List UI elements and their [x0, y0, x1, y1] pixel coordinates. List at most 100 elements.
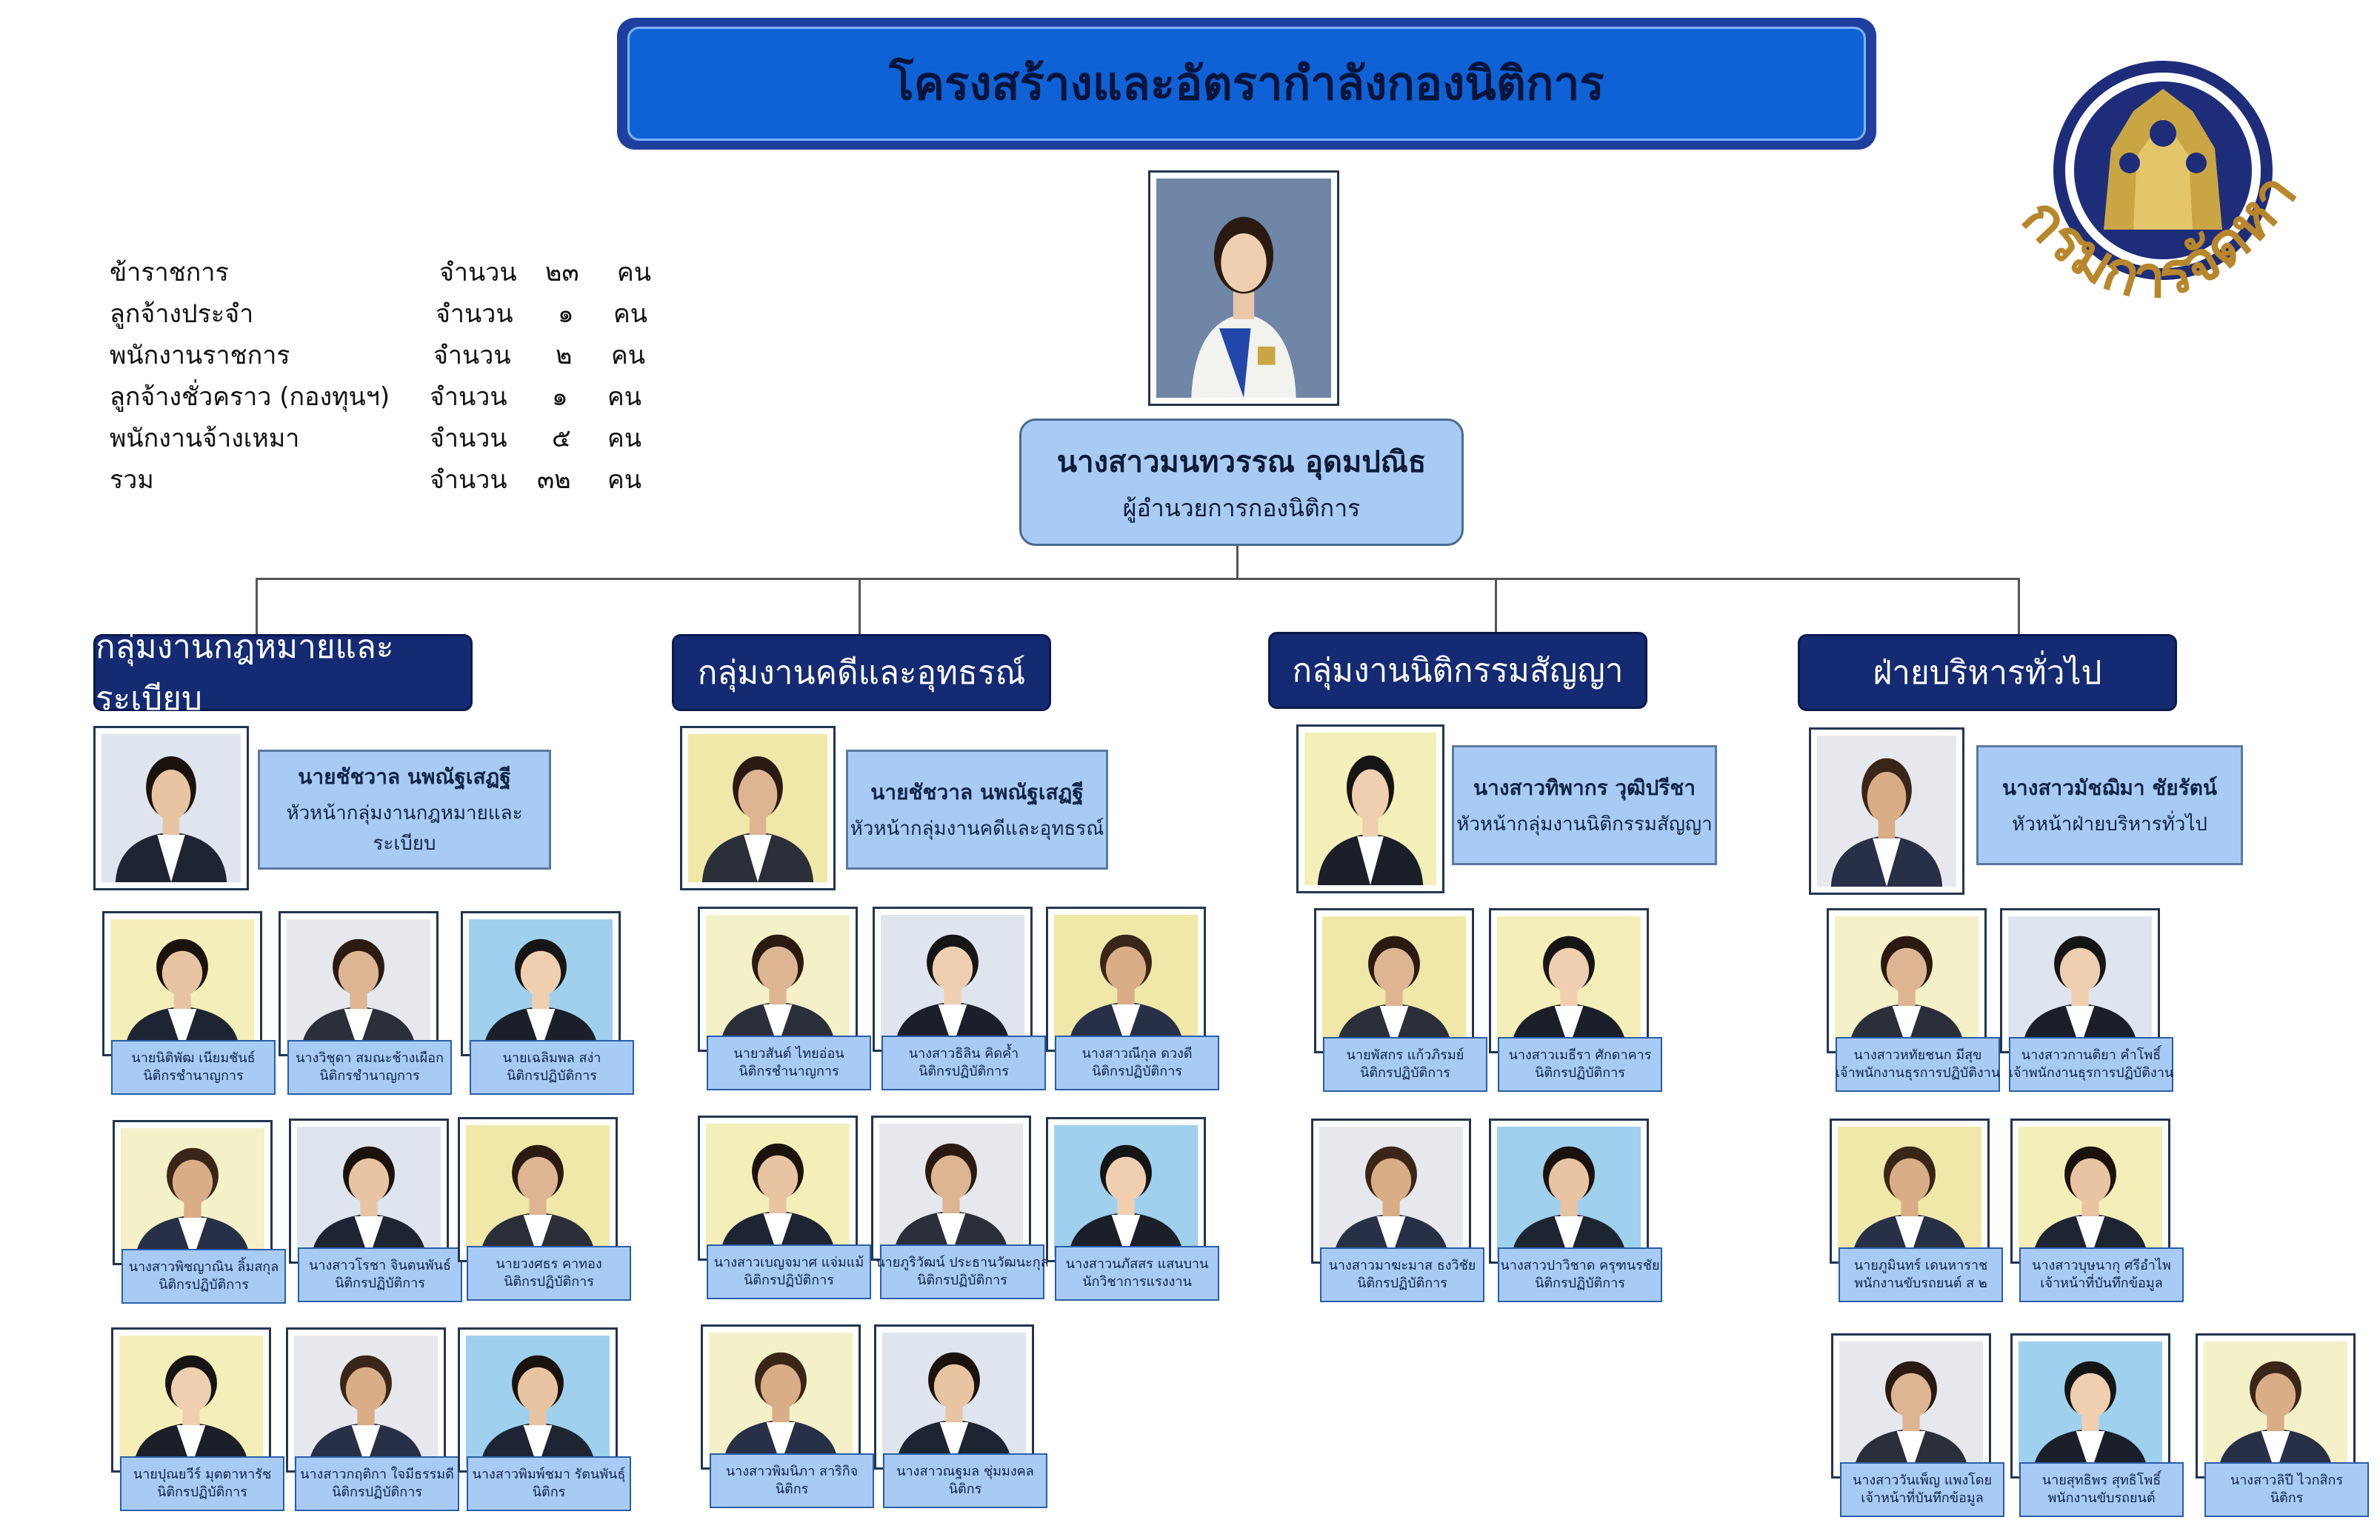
- staff-label: นางสาววันเพ็ญ แพงโดยเจ้าหน้าที่บันทึกข้อ…: [1840, 1462, 2004, 1517]
- portrait-photo: [469, 919, 613, 1051]
- staff-portrait: [2010, 1333, 2170, 1479]
- staff-label: นางสาวพิมนิภา สาริกิจนิติกร: [710, 1453, 874, 1508]
- staff-name: นางสาวนภัสสร แสนบาน: [1065, 1256, 1209, 1272]
- staff-position: นิติกร: [532, 1484, 566, 1500]
- group-header: กลุ่มงานคดีและอุทธรณ์: [672, 634, 1051, 711]
- staff-label: นายวสันต์ ไทยอ่อนนิติกรชำนาญการ: [707, 1036, 871, 1090]
- stat-unit-word: จำนวน: [430, 382, 507, 412]
- staff-label: นางสาวธิลิน คิดค้ำนิติกรปฏิบัติการ: [881, 1036, 1046, 1090]
- staff-position: นิติกรปฏิบัติการ: [159, 1277, 249, 1293]
- staff-name: นางวิชุดา สมณะช้างเผือก: [296, 1050, 444, 1066]
- staff-name: นายวสันต์ ไทยอ่อน: [733, 1045, 844, 1061]
- group-head-box: นางสาวทิพากร วุฒิปรีชา หัวหน้ากลุ่มงานนิ…: [1452, 745, 1717, 865]
- stat-unit-word: จำนวน: [430, 424, 507, 453]
- portrait-photo: [294, 1336, 438, 1467]
- staff-label: นางสาวกฤติกา ใจมีธรรมดีนิติกรปฏิบัติการ: [295, 1456, 459, 1511]
- staff-position: นิติกรปฏิบัติการ: [917, 1273, 1007, 1288]
- group-head-portrait: [1296, 724, 1444, 893]
- group-head-box: นายชัชวาล นพณัฐเสฏฐี หัวหน้ากลุ่มงานคดีแ…: [846, 750, 1108, 870]
- staff-portrait: [2000, 908, 2160, 1053]
- staff-name: นางสาวเมธีรา ศักดาคาร: [1508, 1047, 1652, 1063]
- portrait-photo: [879, 1124, 1023, 1256]
- staff-portrait: [286, 1327, 446, 1473]
- connector-line: [1236, 546, 1239, 579]
- staff-position: นิติกร: [948, 1481, 982, 1497]
- staff-label: นางสาวบุษนากุ ศรีอำไพเจ้าหน้าที่บันทึกข้…: [2019, 1247, 2184, 1302]
- staff-portrait: [102, 911, 262, 1056]
- staff-label: นางสาวเมธีรา ศักดาคารนิติกรปฏิบัติการ: [1498, 1037, 1662, 1092]
- connector-line: [1495, 578, 1497, 636]
- staff-name: นางสาวณีกุล ดวงดี: [1081, 1045, 1193, 1061]
- staff-portrait: [458, 1327, 618, 1473]
- staff-portrait: [871, 1116, 1031, 1261]
- staff-label: นายสุทธิพร สุทธิโพธิ์พนักงานขับรถยนต์: [2019, 1462, 2184, 1517]
- portrait-photo: [1054, 1125, 1198, 1257]
- staff-name: นางสาวพิชญาณิน ลิ้มสกุล: [128, 1259, 279, 1275]
- connector-line: [859, 578, 861, 636]
- stat-unit-word: จำนวน: [436, 299, 513, 329]
- staff-portrait: [458, 1117, 618, 1262]
- staff-name: นายสุทธิพร สุทธิโพธิ์: [2041, 1472, 2161, 1488]
- staff-portrait: [874, 1324, 1034, 1470]
- stat-label: พนักงานจ้างเหมา: [110, 424, 300, 453]
- director-name: นางสาวมนทวรรณ อุดมปณิธ: [1056, 444, 1427, 479]
- portrait-photo: [2008, 916, 2152, 1048]
- stat-count: ๑: [552, 382, 568, 412]
- stat-unit: คน: [611, 341, 645, 370]
- portrait-photo: [297, 1127, 441, 1259]
- portrait-photo: [121, 1128, 264, 1260]
- staff-name: นายนิติพัฒ เนียมชันธ์: [131, 1050, 256, 1066]
- portrait-photo: [1835, 916, 1979, 1048]
- staff-portrait: [2010, 1119, 2170, 1264]
- staff-portrait: [461, 911, 621, 1056]
- portrait-photo: [466, 1336, 610, 1467]
- portrait-photo: [1838, 1127, 1981, 1259]
- director-box: นางสาวมนทวรรณ อุดมปณิธ ผู้อำนวยการกองนิต…: [1019, 419, 1464, 546]
- portrait-photo: [110, 919, 254, 1051]
- group-head-position: หัวหน้ากลุ่มงานนิติกรรมสัญญา: [1456, 813, 1713, 836]
- staff-position: เจ้าหน้าที่บันทึกข้อมูล: [2040, 1276, 2163, 1291]
- stat-label: พนักงานราชการ: [110, 341, 290, 370]
- staff-label: นางสาวพิชญาณิน ลิ้มสกุลนิติกรปฏิบัติการ: [121, 1249, 286, 1304]
- stat-unit: คน: [607, 424, 641, 453]
- staff-portrait: [1827, 908, 1987, 1053]
- stat-count: ๑: [558, 299, 574, 329]
- staff-label: นางวิชุดา สมณะช้างเผือกนิติกรชำนาญการ: [287, 1040, 452, 1095]
- portrait-photo: [2019, 1127, 2162, 1259]
- staff-label: นางสาวณีกุล ดวงดีนิติกรปฏิบัติการ: [1055, 1036, 1219, 1090]
- group-header: ฝ่ายบริหารทั่วไป: [1798, 634, 2177, 711]
- staff-label: นางสาวเบญจมาศ แจ่มแม้นิติกรปฏิบัติการ: [707, 1244, 871, 1299]
- staff-name: นางสาวพิมพ์ชมา รัตนพันธุ์: [472, 1466, 626, 1482]
- staff-portrait: [289, 1119, 449, 1264]
- staff-position: นิติกรปฏิบัติการ: [332, 1484, 422, 1500]
- connector-line: [256, 578, 258, 636]
- stat-unit: คน: [607, 382, 641, 412]
- group-head-portrait: [93, 726, 249, 890]
- group-head-position: หัวหน้ากลุ่มงานคดีและอุทธรณ์: [850, 817, 1104, 840]
- group-head-position: หัวหน้าฝ่ายบริหารทั่วไป: [2012, 813, 2207, 836]
- staff-portrait: [873, 907, 1033, 1052]
- portrait-photo: [1817, 736, 1956, 887]
- stat-label: ลูกจ้างชั่วคราว (กองทุนฯ): [110, 382, 390, 412]
- staff-name: นางสาววันเพ็ญ แพงโดย: [1852, 1472, 1993, 1488]
- staff-name: นายปุณยวีร์ มุตตาหารัช: [133, 1466, 272, 1482]
- connector-line: [2018, 578, 2020, 636]
- portrait-photo: [688, 734, 827, 882]
- staff-label: นางสาวกานติยา คำโพธิ์เจ้าพนักงานธุรการปฏ…: [2009, 1037, 2173, 1092]
- group-head-portrait: [1809, 727, 1964, 895]
- title-banner: โครงสร้างและอัตรากำลังกองนิติการ: [617, 18, 1876, 150]
- staff-position: นิติกรปฏิบัติการ: [507, 1068, 597, 1084]
- portrait-photo: [287, 919, 430, 1051]
- staff-label: นายวงศธร คาทองนิติกรปฏิบัติการ: [467, 1246, 631, 1301]
- staff-portrait: [2196, 1333, 2356, 1479]
- staff-portrait: [1314, 908, 1474, 1053]
- staff-label: นายภูมินทร์ เดนหาราชพนักงานขับรถยนต์ ส ๒: [1839, 1247, 2003, 1302]
- portrait-photo: [2204, 1341, 2347, 1473]
- staff-name: นายพัสกร แก้วภิรมย์: [1346, 1047, 1464, 1063]
- stat-unit: คน: [613, 299, 647, 329]
- staff-position: เจ้าพนักงานธุรการปฏิบัติงาน: [1835, 1065, 2001, 1081]
- staff-position: นิติกรชำนาญการ: [143, 1068, 244, 1084]
- portrait-photo: [882, 1333, 1026, 1464]
- staff-portrait: [1830, 1119, 1990, 1264]
- stat-label: รวม: [110, 465, 154, 495]
